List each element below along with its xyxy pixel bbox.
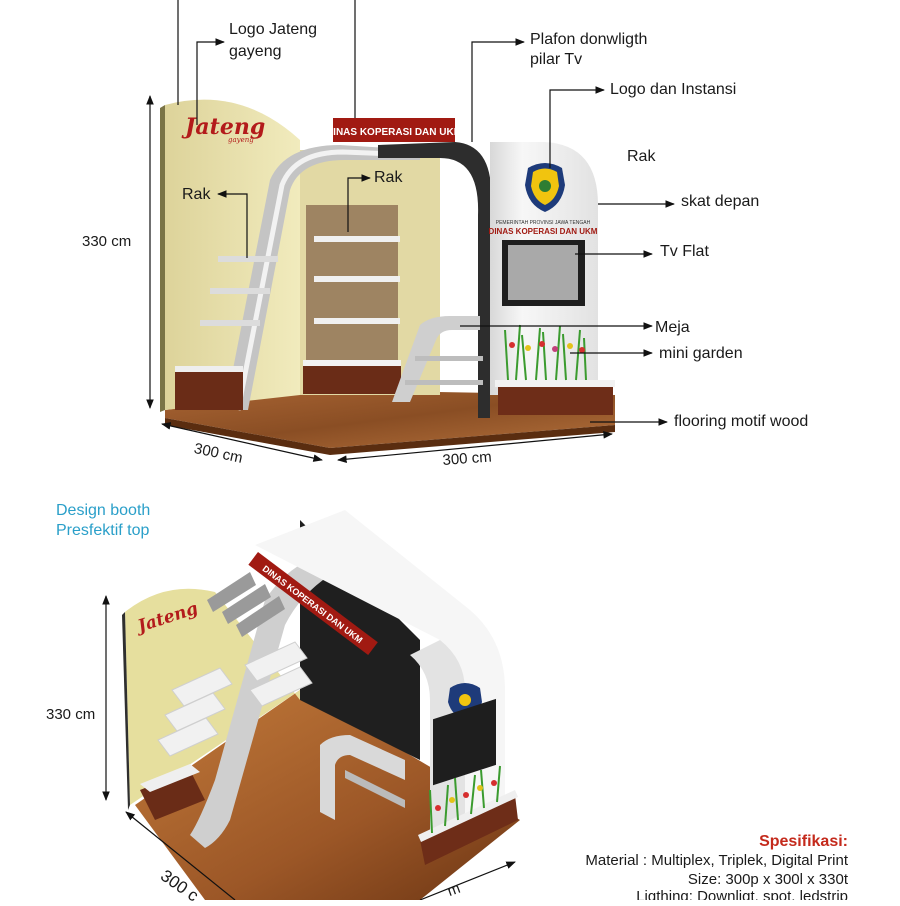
label-logo-instansi: Logo dan Instansi (610, 81, 737, 98)
step-shelves-b (157, 641, 313, 757)
meja-b-shelf (345, 770, 405, 808)
panel-line-2: DINAS KOPERASI DAN UKM (489, 227, 598, 236)
leader-logo-jateng (196, 38, 225, 125)
label-flooring: flooring motif wood (674, 413, 809, 430)
left-cabinet-top (175, 366, 243, 372)
label-plafon-2: pilar Tv (530, 51, 583, 68)
garden-planter-top (495, 380, 615, 387)
center-cabinet (303, 362, 401, 394)
garden-planter-b-top (418, 790, 518, 842)
top-sign (333, 118, 455, 142)
title-design-booth: Design booth (56, 502, 151, 519)
arch-rack (225, 145, 420, 410)
instansi-logo (525, 163, 565, 212)
label-logo-jateng-1: Logo Jateng (229, 21, 318, 38)
left-back-wall (165, 99, 300, 411)
center-shelf-2 (314, 276, 400, 282)
garden-flowers (509, 341, 585, 353)
leader-rak-left (217, 190, 248, 258)
garden-planter (498, 385, 613, 415)
label-rak-right: Rak (627, 148, 656, 165)
leader-logo-instansi (549, 86, 605, 168)
meja-b (320, 735, 405, 820)
arch-shelf-3 (200, 320, 260, 326)
dim-width-top: 300 cm (442, 448, 493, 469)
front-perspective-view: DINAS KOPERASI DAN UKM PEMERINTAH PROVIN… (146, 0, 675, 464)
center-cabinet-top (303, 360, 401, 366)
spec-heading: Spesifikasi: (759, 833, 848, 850)
center-shelf-3 (314, 318, 400, 324)
width-dim-line (337, 430, 613, 464)
canopy-frame (378, 142, 492, 418)
spec-size: Size: 300p x 300l x 330t (687, 871, 848, 888)
depth-dim-line (161, 422, 323, 462)
garden-flowers-b (435, 780, 497, 811)
panel-line-1: PEMERINTAH PROVINSI JAWA TENGAH (496, 220, 591, 226)
tv-screen (508, 245, 578, 300)
depth-dim-line-b (125, 811, 236, 900)
left-cabinet-b-top (140, 764, 200, 792)
garden-planter-b (420, 795, 518, 865)
label-logo-jateng-2: gayeng (229, 43, 282, 60)
top-perspective-view: DINAS KOPERASI DAN UKM Jateng (102, 510, 520, 900)
meja-shelf-2 (405, 380, 483, 385)
arch-shelf-2 (210, 288, 270, 294)
leader-plafon (471, 38, 525, 142)
jateng-logo-sub: gayeng (228, 136, 254, 144)
mini-garden-plants (504, 324, 587, 381)
spec-lighting: Ligthing: Downligt, spot, ledstrip (636, 888, 848, 900)
meja-shelf-1 (415, 356, 483, 361)
jateng-logo-top: Jateng (181, 114, 265, 140)
left-cabinet (175, 368, 243, 410)
label-meja: Meja (655, 319, 690, 336)
label-plafon-1: Plafon donwligth (530, 31, 648, 48)
label-skat-depan: skat depan (681, 193, 760, 210)
arch-shelf-1 (218, 256, 278, 262)
spec-material: Material : Multiplex, Triplek, Digital P… (585, 852, 848, 869)
leader-rak-center (347, 174, 371, 232)
title-perspective-top: Presfektif top (56, 522, 150, 539)
dim-height-top: 330 cm (82, 233, 132, 250)
label-rak-center: Rak (374, 169, 403, 186)
label-tv-flat: Tv Flat (660, 243, 709, 260)
width-dim-line-b (419, 861, 516, 900)
arch-rack-b-stripes (207, 572, 285, 637)
label-mini-garden: mini garden (659, 345, 743, 362)
left-wall-edge (160, 105, 165, 412)
label-rak-left: Rak (182, 186, 211, 203)
arch-rack-highlight (235, 149, 421, 411)
top-sign-text: DINAS KOPERASI DAN UKM (326, 127, 462, 138)
center-shelf-1 (314, 236, 400, 242)
left-wall-b-face (122, 612, 130, 810)
center-shelf-panel (306, 205, 398, 365)
tv-b (433, 698, 496, 786)
dim-height-bottom: 330 cm (46, 706, 96, 723)
left-cabinet-b (140, 770, 205, 820)
